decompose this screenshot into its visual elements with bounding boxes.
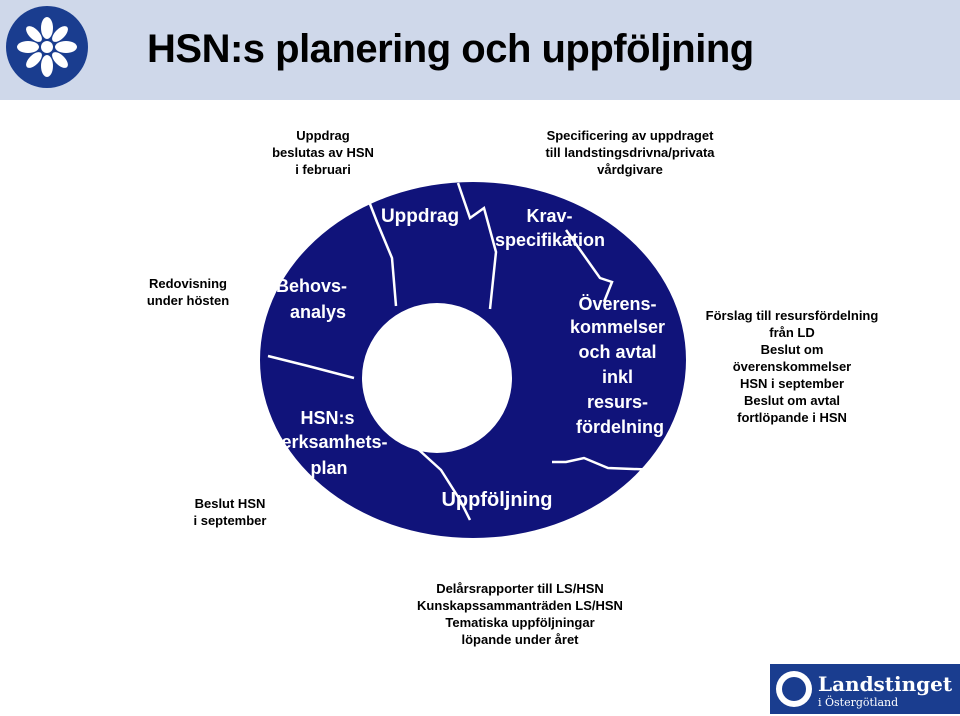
- note-spec-line-1: Specificering av uppdraget: [546, 128, 714, 143]
- segment-uppdrag: Uppdrag: [381, 206, 459, 227]
- note-beslut-line-2: i september: [193, 513, 267, 528]
- segment-verksamhetsplan: HSN:s verksamhets- plan: [271, 408, 392, 478]
- note-bottom-line-1: Delårsrapporter till LS/HSN: [436, 581, 604, 596]
- segment-dividers: [267, 182, 661, 521]
- segment-behovsanalys: Behovs- analys: [276, 276, 352, 322]
- krav-line-1: Krav-: [526, 206, 572, 226]
- segment-uppfoljning: Uppföljning: [441, 489, 552, 511]
- overens-line-6: fördelning: [576, 417, 664, 437]
- note-forslag-line-2: från LD: [769, 325, 815, 340]
- note-redovisning-line-2: under hösten: [146, 293, 230, 308]
- logo-emblem-icon: [776, 671, 812, 707]
- header-band: [0, 0, 960, 100]
- note-bottom-line-3: Tematiska uppföljningar: [445, 615, 595, 630]
- note-specificering: Specificering av uppdraget till landstin…: [530, 127, 730, 178]
- note-uppdrag-line-3: i februari: [295, 162, 351, 177]
- note-redovisning: Redovisning under hösten: [128, 275, 248, 309]
- logo-main-text: Landstinget: [818, 672, 953, 696]
- note-spec-line-2: till landstingsdrivna/privata: [545, 145, 715, 160]
- cycle-ring: [260, 182, 686, 538]
- overens-line-1: Överens-: [578, 294, 656, 314]
- note-beslut: Beslut HSN i september: [170, 495, 290, 529]
- note-forslag-line-1: Förslag till resursfördelning: [705, 308, 879, 323]
- segment-kravspecifikation: Krav- specifikation: [495, 206, 605, 250]
- verksamhetsplan-line-2: verksamhets-: [271, 432, 387, 452]
- note-forslag: Förslag till resursfördelning från LD Be…: [692, 307, 892, 426]
- note-bottom-line-4: löpande under året: [461, 632, 579, 647]
- behovs-line-1: Behovs-: [276, 276, 347, 296]
- note-forslag-line-7: fortlöpande i HSN: [737, 410, 847, 425]
- note-uppdrag-line-1: Uppdrag: [296, 128, 350, 143]
- note-uppfoljning-details: Delårsrapporter till LS/HSN Kunskapssamm…: [400, 580, 640, 648]
- overens-line-2: kommelser: [570, 317, 665, 337]
- verksamhetsplan-line-1: HSN:s: [300, 408, 354, 428]
- behovs-line-2: analys: [290, 302, 346, 322]
- note-spec-line-3: vårdgivare: [597, 162, 663, 177]
- overens-line-3: och avtal: [578, 342, 656, 362]
- note-forslag-line-5: HSN i september: [739, 376, 845, 391]
- landsting-emblem-icon: [6, 6, 88, 88]
- overens-line-5: resurs-: [587, 392, 648, 412]
- note-uppdrag-line-2: beslutas av HSN: [272, 145, 374, 160]
- note-redovisning-line-1: Redovisning: [148, 276, 227, 291]
- note-forslag-line-4: överenskommelser: [732, 359, 852, 374]
- landstinget-logo: Landstinget i Östergötland: [770, 664, 960, 714]
- note-beslut-line-1: Beslut HSN: [194, 496, 266, 511]
- overens-line-4: inkl: [602, 367, 633, 387]
- note-bottom-line-2: Kunskapssammanträden LS/HSN: [417, 598, 623, 613]
- krav-line-2: specifikation: [495, 230, 605, 250]
- note-forslag-line-3: Beslut om: [760, 342, 824, 357]
- verksamhetsplan-line-3: plan: [310, 458, 347, 478]
- page-title: HSN:s planering och uppföljning: [147, 27, 754, 71]
- note-uppdrag: Uppdrag beslutas av HSN i februari: [258, 127, 388, 178]
- note-forslag-line-6: Beslut om avtal: [743, 393, 841, 408]
- logo-sub-text: i Östergötland: [818, 696, 899, 709]
- segment-overenskommelser: Överens- kommelser och avtal inkl resurs…: [570, 294, 670, 437]
